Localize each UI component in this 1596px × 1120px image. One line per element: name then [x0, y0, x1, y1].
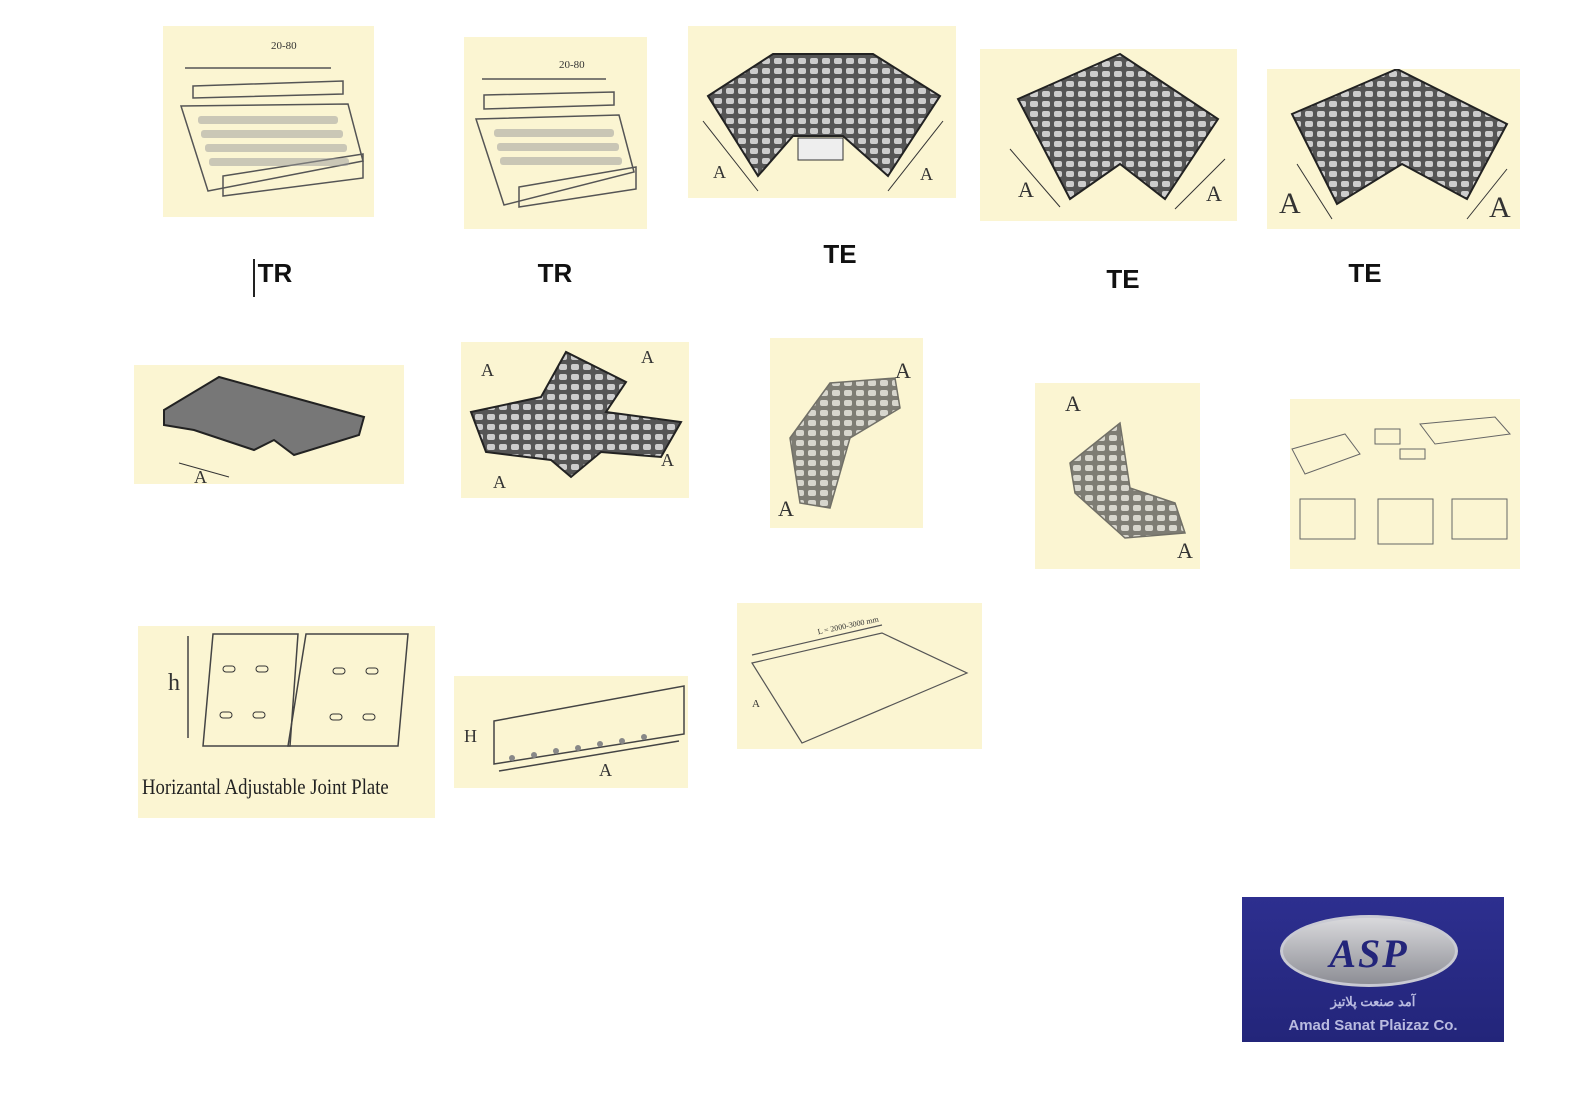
dimension-label: h: [168, 670, 180, 696]
side-joint-plate-drawing: H A: [454, 676, 688, 788]
company-logo: ASP آمد صنعت پلاتیز Amad Sanat Plaizaz C…: [1242, 897, 1504, 1042]
vertical-outside-bend-drawing: A A: [770, 338, 923, 528]
horizontal-adjustable-joint-plate-drawing: h Horizantal Adjustable Joint Plate: [138, 626, 435, 818]
elbow-90-drawing-1: A A: [688, 26, 956, 198]
dimension-label: A: [661, 450, 674, 470]
straight-tray-drawing-1: 20-80: [163, 26, 374, 217]
dimension-label: A: [641, 347, 654, 367]
dimension-label: A: [1065, 391, 1081, 416]
dimension-label: A: [1018, 177, 1034, 202]
joint-plate-caption: Horizantal Adjustable Joint Plate: [142, 774, 389, 799]
cross-drawing: A A A A: [461, 342, 689, 498]
straight-tray-drawing-2: 20-80: [464, 37, 647, 229]
caption-tr-1: TR: [257, 258, 293, 288]
cover-drawing: L = 2000-3000 mm A: [737, 603, 982, 749]
dimension-label: A: [1279, 187, 1301, 220]
dimension-label: 20-80: [271, 40, 297, 52]
dimension-label: A: [920, 164, 933, 184]
caption-te-3: TE: [1348, 258, 1382, 288]
caption-te-2: TE: [1106, 264, 1140, 294]
dimension-label: A: [599, 760, 612, 780]
logo-oval: ASP: [1280, 915, 1458, 987]
dimension-label: A: [493, 472, 506, 492]
dimension-label: A: [778, 496, 794, 521]
logo-arabic-text: آمد صنعت پلاتیز: [1330, 994, 1416, 1009]
logo-mark: ASP: [1329, 931, 1409, 976]
tee-drawing: A: [134, 365, 404, 484]
dimension-label: H: [464, 726, 477, 746]
dimension-label: A: [481, 360, 494, 380]
elbow-90-drawing-2: A A: [980, 49, 1237, 221]
dimension-label: A: [713, 162, 726, 182]
accessories-assembly-drawing: [1290, 399, 1520, 569]
dimension-label: A: [1489, 191, 1511, 224]
dimension-label: 20-80: [559, 59, 585, 71]
dimension-label: A: [1206, 181, 1222, 206]
logo-company-name: Amad Sanat Plaizaz Co.: [1288, 1017, 1458, 1034]
dimension-label: A: [895, 358, 911, 383]
dimension-label: A: [752, 698, 760, 710]
elbow-90-drawing-3: A A: [1267, 69, 1520, 229]
dimension-label: A: [194, 467, 207, 484]
text-cursor: [253, 259, 255, 297]
caption-te-1: TE: [823, 239, 857, 269]
vertical-inside-bend-drawing: A A: [1035, 383, 1200, 569]
caption-tr-2: TR: [537, 258, 573, 288]
dimension-label: A: [1177, 538, 1193, 563]
